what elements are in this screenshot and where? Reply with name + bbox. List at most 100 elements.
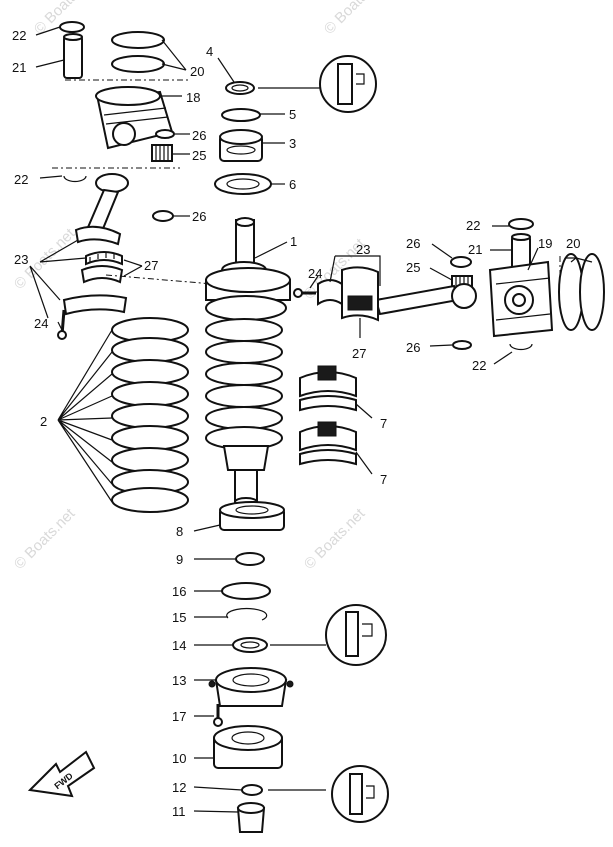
crank-web-2: [205, 295, 287, 321]
callout-22-right-top: 22: [466, 218, 480, 233]
piston-crown: [95, 86, 161, 106]
ring-2: [111, 337, 189, 363]
right-thrust-washer-lower: [452, 340, 472, 350]
piston-ring-stack: [57, 317, 189, 513]
callout-16: 16: [172, 584, 186, 599]
detail-mid-lip: [362, 623, 373, 637]
housing-dowel-right: [286, 680, 294, 688]
big-end-bearing-upper: [85, 251, 123, 266]
bearing-needles: [155, 145, 169, 161]
leader-11: [193, 810, 239, 813]
leader-1: [254, 241, 288, 259]
lower-bearing-housing-top: [215, 667, 287, 693]
leader-21a: [35, 59, 65, 68]
lower-oil-seal: [232, 637, 268, 653]
center-main-bearings: [299, 365, 373, 475]
ring-6: [111, 425, 189, 451]
crank-web-1-top: [205, 267, 291, 293]
callout-22-right-bottom: 22: [472, 358, 486, 373]
center-bearing-clip-b: [317, 421, 337, 437]
callout-3: 3: [289, 136, 296, 151]
leader-12: [193, 786, 243, 791]
callout-25-left: 25: [192, 148, 206, 163]
fwd-arrow-icon: [27, 750, 96, 798]
lower-ball-bearing-top: [213, 725, 283, 751]
leader-19: [527, 247, 539, 271]
center-bearing-lower-a: [299, 395, 357, 412]
center-bearing-clip-a: [317, 365, 337, 381]
crank-lower-hub: [222, 445, 270, 471]
callout-21-left: 21: [12, 60, 26, 75]
callout-24-right: 24: [308, 266, 322, 281]
callout-19: 19: [538, 236, 552, 251]
watermark-top-right: © Boats.net: [321, 0, 389, 38]
callout-7-upper: 7: [380, 416, 387, 431]
piston-ring-grooves: [103, 107, 169, 125]
callout-22-top-left: 22: [12, 28, 26, 43]
right-rod-beam: [374, 284, 460, 316]
o-ring-upper: [221, 108, 261, 122]
center-bearing-lower-b: [299, 449, 357, 466]
lower-nut-top: [237, 802, 265, 814]
leader-20b: [566, 257, 593, 263]
callout-18: 18: [186, 90, 200, 105]
ring-7: [111, 447, 189, 473]
crank-web-3: [205, 318, 283, 342]
ring-3: [111, 359, 189, 385]
callout-15: 15: [172, 610, 186, 625]
leader-25b: [429, 267, 453, 281]
crank-top-end: [235, 217, 255, 227]
ring-5: [111, 403, 189, 429]
oil-seal-upper-lip: [231, 84, 249, 92]
lower-oil-seal-lip: [240, 641, 260, 649]
upper-main-bearing-race: [226, 178, 260, 190]
leader-22d: [493, 351, 513, 365]
piston-pin-end: [63, 33, 83, 41]
crankshaft: [205, 217, 291, 507]
lower-washer: [235, 552, 265, 566]
callout-13: 13: [172, 673, 186, 688]
callout-26-a: 26: [192, 128, 206, 143]
lower-main-bearing-top: [219, 501, 285, 519]
rod-big-end-upper: [74, 225, 122, 246]
leader-24a: [57, 321, 63, 331]
callout-26-b: 26: [192, 209, 206, 224]
callout-2: 2: [40, 414, 47, 429]
callout-26-d: 26: [406, 340, 420, 355]
callout-23-right: 23: [356, 242, 370, 257]
small-end-bearing: [151, 144, 173, 162]
piston-pin-clip: [59, 21, 85, 33]
lower-o-ring: [221, 582, 271, 600]
callout-9: 9: [176, 552, 183, 567]
left-piston-assembly: [57, 21, 175, 340]
rod-small-end: [95, 173, 129, 193]
ring-9: [111, 487, 189, 513]
right-thrust-washer: [450, 256, 472, 268]
oil-seal-upper: [225, 81, 255, 95]
callout-leaders: [29, 26, 593, 813]
right-piston-assembly: [293, 218, 605, 351]
housing-bolt-head: [213, 717, 223, 727]
lower-main-bearing-race: [235, 505, 269, 515]
callout-22-left-mid: 22: [14, 172, 28, 187]
upper-crank-parts: [214, 55, 377, 195]
callout-26-c: 26: [406, 236, 420, 251]
leader-20a: [161, 39, 187, 71]
lower-circlip: [226, 607, 268, 621]
detail-seal-section: [337, 63, 353, 105]
leader-24b: [309, 275, 319, 289]
leader-23b: [329, 255, 381, 286]
ring-leader-lines: [57, 329, 113, 503]
watermark-low-right: © Boats.net: [301, 505, 369, 573]
thrust-washer: [155, 129, 175, 139]
right-rod-small-end: [451, 283, 477, 309]
lower-ball-bearing-race: [231, 731, 265, 745]
right-rod-cap: [317, 279, 343, 306]
fwd-arrow: FWD: [27, 750, 96, 798]
leader-26d: [429, 344, 453, 347]
leader-26c: [431, 243, 453, 259]
right-piston-pin-bore: [512, 293, 526, 307]
callout-11: 11: [172, 804, 186, 819]
callout-numbers: 22 21 20 18 26 25 22 26 23 27 24 2 4 5 3…: [12, 28, 580, 819]
